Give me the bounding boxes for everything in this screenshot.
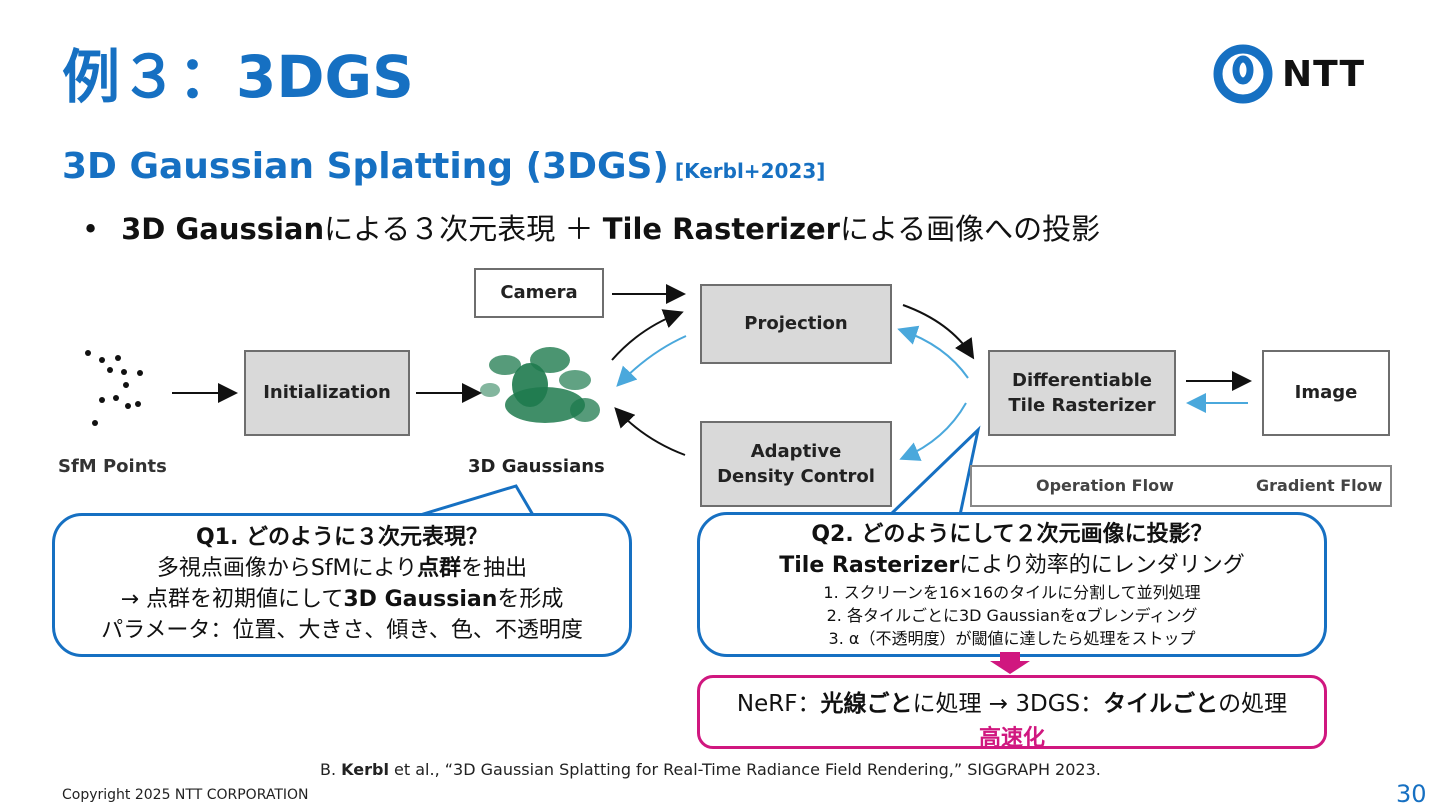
citation-b: Kerbl xyxy=(341,760,389,779)
pipeline-diagram: Camera Projection Initialization Differe… xyxy=(0,260,1440,520)
legend-operation-label: Operation Flow xyxy=(1036,476,1174,495)
compare-d: タイルごと xyxy=(1103,691,1219,717)
ntt-logo-mark-icon xyxy=(1213,44,1273,104)
q2-step-2: 2. 各タイルごとに3D Gaussianをαブレンディング xyxy=(826,606,1198,625)
q1-line-2-a: → 点群を初期値にして xyxy=(120,587,344,612)
bullet-marker: • xyxy=(82,212,100,246)
compare-c: に処理 → 3DGS： xyxy=(912,691,1104,717)
rasterizer-label-2: Tile Rasterizer xyxy=(1008,395,1156,416)
adaptive-label-1: Adaptive xyxy=(750,440,842,462)
speedup-label: 高速化 xyxy=(978,726,1045,751)
q1-heading: Q1. どのように３次元表現？ xyxy=(195,525,489,550)
sfm-points-label: SfM Points xyxy=(58,456,167,477)
compare-b: 光線ごと xyxy=(820,691,913,717)
compare-a: NeRF： xyxy=(736,691,821,717)
q2-step-3: 3. α（不透明度）が閾値に達したら処理をストップ xyxy=(828,629,1196,648)
q1-line-1-c: を抽出 xyxy=(461,556,528,581)
legend-gradient-label: Gradient Flow xyxy=(1256,476,1383,495)
q1-line-2-c: を形成 xyxy=(497,587,564,612)
bullet-line: • 3D Gaussianによる３次元表現 ＋ Tile Rasterizerによ… xyxy=(82,206,1100,248)
logo-text: NTT xyxy=(1282,54,1366,95)
sfm-points-icon xyxy=(85,350,143,426)
citation: B. Kerbl et al., “3D Gaussian Splatting … xyxy=(320,760,1101,779)
section-heading: 3D Gaussian Splatting (3DGS)[Kerbl+2023] xyxy=(62,146,825,187)
q2-line-1-c: により効率的にレンダリング xyxy=(959,553,1245,578)
q2-line-1: Tile Rasterizerにより効率的にレンダリング xyxy=(700,550,1324,581)
bullet-text-2: による画像への投影 xyxy=(839,212,1101,246)
comparison-box: NeRF：光線ごとに処理 → 3DGS：タイルごとの処理 高速化 xyxy=(697,675,1327,751)
diagram-arrows xyxy=(85,284,1252,517)
bullet-bold-1: 3D Gaussian xyxy=(121,212,325,246)
citation-c: et al., “3D Gaussian Splatting for Real-… xyxy=(388,760,1101,779)
page-number: 30 xyxy=(1396,780,1427,808)
q1-line-2-b: 3D Gaussian xyxy=(343,587,498,612)
initialization-box: Initialization xyxy=(244,350,410,436)
comparison-line: NeRF：光線ごとに処理 → 3DGS：タイルごとの処理 xyxy=(700,684,1324,718)
camera-label: Camera xyxy=(500,282,578,304)
q1-callout-tail xyxy=(419,484,536,517)
rasterizer-label-1: Differentiable xyxy=(1012,369,1152,391)
bullet-text-1: による３次元表現 ＋ xyxy=(324,212,603,246)
citation-a: B. xyxy=(320,760,342,779)
bullet-bold-2: Tile Rasterizer xyxy=(602,212,840,246)
gaussians-label: 3D Gaussians xyxy=(468,456,605,477)
q1-line-2: → 点群を初期値にして3D Gaussianを形成 xyxy=(55,584,629,615)
subtitle-text: 3D Gaussian Splatting (3DGS) xyxy=(62,146,669,187)
slide-title: 例３：3DGS xyxy=(62,43,414,111)
gaussian-blobs-icon xyxy=(480,347,600,423)
adaptive-label-2: Density Control xyxy=(717,466,875,487)
copyright: Copyright 2025 NTT CORPORATION xyxy=(62,787,309,803)
camera-box: Camera xyxy=(474,268,604,318)
q2-step-1: 1. スクリーンを16×16のタイルに分割して並列処理 xyxy=(823,583,1201,602)
q1-line-3: パラメータ：位置、大きさ、傾き、色、不透明度 xyxy=(101,618,583,643)
q2-callout: Q2. どのようにして２次元画像に投影？ Tile Rasterizerにより効… xyxy=(697,512,1327,657)
q1-line-1-a: 多視点画像からSfMにより xyxy=(156,556,418,581)
compare-e: の処理 xyxy=(1218,691,1288,717)
q2-heading: Q2. どのようにして２次元画像に投影？ xyxy=(811,522,1213,547)
projection-box: Projection xyxy=(700,284,892,364)
projection-label: Projection xyxy=(744,313,848,335)
rasterizer-box: Differentiable Tile Rasterizer xyxy=(988,350,1176,436)
q2-line-1-b: Tile Rasterizer xyxy=(779,553,960,578)
adaptive-density-box: Adaptive Density Control xyxy=(700,421,892,507)
q2-callout-tail xyxy=(886,425,981,517)
q1-line-1: 多視点画像からSfMにより点群を抽出 xyxy=(55,553,629,584)
legend: Operation Flow Gradient Flow xyxy=(970,465,1392,507)
q1-line-1-b: 点群 xyxy=(417,556,462,581)
ntt-logo: NTT xyxy=(1212,44,1372,104)
q1-callout: Q1. どのように３次元表現？ 多視点画像からSfMにより点群を抽出 → 点群を… xyxy=(52,513,632,657)
down-arrow-icon xyxy=(990,652,1030,674)
initialization-label: Initialization xyxy=(263,382,391,404)
image-box: Image xyxy=(1262,350,1390,436)
image-label: Image xyxy=(1294,382,1358,404)
subtitle-ref: [Kerbl+2023] xyxy=(674,159,826,183)
